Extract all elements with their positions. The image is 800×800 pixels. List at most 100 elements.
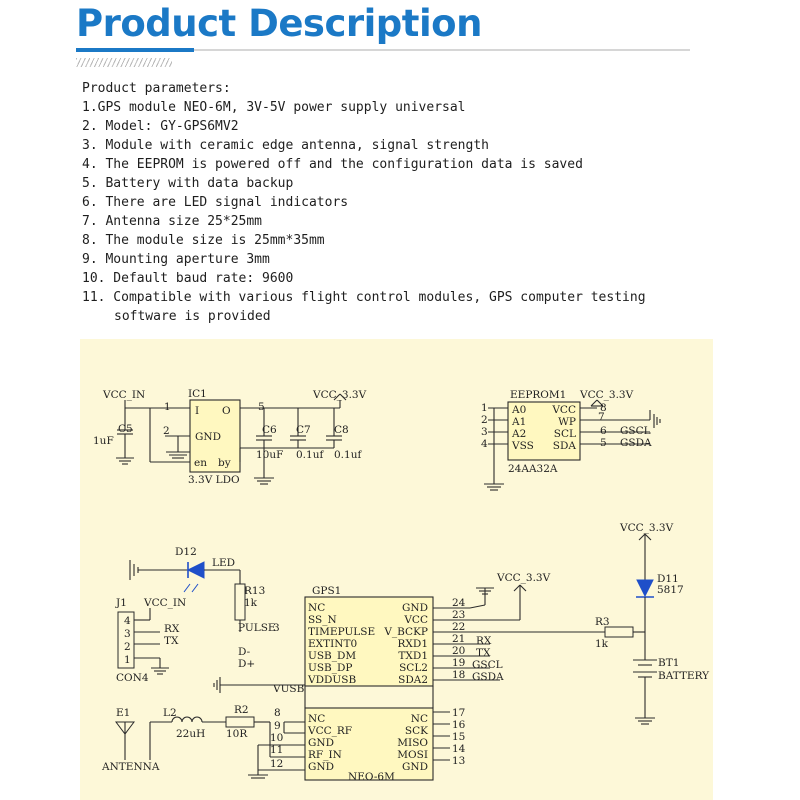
led-diode-symbol — [186, 561, 205, 579]
param-item: 1.GPS module NEO-6M, 3V-5V power supply … — [82, 100, 466, 115]
dminus-label: D- — [238, 646, 251, 658]
param-item: 5. Battery with data backup — [82, 176, 294, 191]
ee-pin2: 2 — [481, 414, 488, 426]
ee-left-2: A2 — [511, 428, 526, 440]
gps-pin13: 13 — [452, 755, 465, 767]
gps-pin24: 24 — [452, 597, 466, 609]
battery-label: BATTERY — [658, 670, 710, 682]
gps-left-10: RF_IN — [308, 749, 342, 761]
ee-left-1: A1 — [511, 416, 526, 428]
params-heading: Product parameters: — [82, 81, 231, 96]
j1-label: J1 — [115, 597, 127, 609]
gps-left-1: SS_N — [308, 614, 337, 626]
circuit-schematic: VCC_IN C5 1uF 1 IC1 I O GND en by 3.3V L… — [80, 339, 713, 800]
antenna-label: ANTENNA — [101, 761, 160, 773]
bt1-label: BT1 — [658, 657, 679, 669]
gscl-label-ee: GSCL — [620, 425, 651, 437]
gsda-label-ee: GSDA — [620, 437, 652, 449]
r13-label: R13 — [244, 585, 265, 597]
c7-value: 0.1uf — [296, 449, 324, 461]
gps1-label: GPS1 — [312, 585, 341, 597]
gps-pin8: 8 — [274, 707, 281, 719]
param-item: 3. Module with ceramic edge antenna, sig… — [82, 138, 489, 153]
gps-pin19: 19 — [452, 657, 465, 669]
ee-left-0: A0 — [511, 404, 526, 416]
eeprom-body — [507, 401, 581, 461]
ee-pin1: 1 — [481, 402, 488, 414]
gps-left-3: EXTINT0 — [308, 638, 357, 650]
gps-left-5: USB_DP — [308, 662, 353, 674]
ic1-body — [189, 399, 241, 473]
gps-left-8: VCC_RF — [307, 725, 352, 737]
d11-label: D11 — [657, 573, 679, 585]
ic1-pin-i: I — [195, 405, 199, 417]
gps-pin23: 23 — [452, 609, 465, 621]
schematic-svg: VCC_IN C5 1uF 1 IC1 I O GND en by 3.3V L… — [93, 388, 710, 783]
gps-right-pins: GNDVCCV_BCKPRXD1TXD1SCL2SDA2NCSCKMISOMOS… — [383, 602, 428, 773]
gps-pin12: 12 — [270, 758, 283, 770]
param-item: 2. Model: GY-GPS6MV2 — [82, 119, 239, 134]
title-divider — [76, 49, 690, 51]
pulse-label: PULSE — [238, 622, 276, 634]
dplus-label: D+ — [238, 658, 255, 670]
ic1-label: IC1 — [188, 388, 207, 400]
ic1-pin-gnd: GND — [195, 431, 221, 443]
j1-pin4: 4 — [124, 615, 131, 627]
ee-pin7: 7 — [598, 411, 605, 423]
vcc33-label-gps: VCC_3.3V — [496, 572, 551, 584]
gps-right-8: SCK — [405, 725, 428, 737]
gps-right-5: SCL2 — [399, 662, 428, 674]
r3-label: R3 — [595, 616, 610, 628]
r2-value: 10R — [226, 728, 248, 740]
c8-value: 0.1uf — [334, 449, 362, 461]
ee-right-3: SDA — [553, 440, 577, 452]
vusb-label: VUSB — [272, 683, 305, 695]
gps-right-11: GND — [402, 761, 428, 773]
r2-resistor — [225, 716, 255, 728]
ee-pin3: 3 — [481, 426, 488, 438]
gps-pin14: 14 — [452, 743, 466, 755]
gps-left-2: TIMEPULSE — [308, 626, 375, 638]
j1-pin2: 2 — [124, 641, 131, 653]
j1-connector — [117, 611, 135, 669]
ee-pin6: 6 — [600, 425, 607, 437]
param-item: 6. There are LED signal indicators — [82, 195, 349, 210]
param-item: 8. The module size is 25mm*35mm — [82, 233, 325, 248]
gps-part: NEO-6M — [348, 771, 395, 783]
ic1-pin-en: en — [194, 457, 207, 469]
led-label: LED — [212, 557, 235, 569]
vcc33-label-eeprom: VCC_3.3V — [579, 389, 634, 401]
vcc-in-label-j1: VCC_IN — [143, 597, 186, 609]
r3-value: 1k — [595, 638, 609, 650]
params-continuation: software is provided — [114, 309, 271, 324]
gps-pin9: 9 — [274, 720, 281, 732]
gps-pin21: 21 — [452, 633, 465, 645]
gps-right-4: TXD1 — [398, 650, 428, 662]
gps-right-10: MOSI — [397, 749, 428, 761]
gps-pin16: 16 — [452, 719, 466, 731]
param-item: 7. Antenna size 25*25mm — [82, 214, 263, 229]
eeprom-label: EEPROM1 — [510, 389, 566, 401]
gps-pin17: 17 — [452, 707, 465, 719]
gps-left-9: GND — [308, 737, 334, 749]
r3-resistor — [604, 626, 634, 638]
ic1-pin-by: by — [218, 457, 231, 469]
eeprom-part: 24AA32A — [508, 463, 558, 475]
e1-label: E1 — [116, 707, 130, 719]
gscl-label-gps: GSCL — [472, 659, 503, 671]
ee-pin8: 8 — [600, 402, 607, 414]
j1-tx-label: TX — [164, 635, 179, 647]
ic1-pin5: 5 — [258, 401, 265, 413]
d11-value: 5817 — [657, 584, 684, 596]
vcc33-label-batt: VCC_3.3V — [619, 522, 674, 534]
j1-pin3: 3 — [124, 628, 131, 640]
vcc-in-label-top: VCC_IN — [102, 389, 145, 401]
ldo-label: 3.3V LDO — [188, 474, 240, 486]
gps-pin20: 20 — [452, 645, 465, 657]
ic1-pin-o: O — [222, 405, 231, 417]
gps-right-6: SDA2 — [398, 674, 428, 686]
c8-label: C8 — [334, 424, 349, 436]
gps-rx-label: RX — [476, 635, 492, 647]
